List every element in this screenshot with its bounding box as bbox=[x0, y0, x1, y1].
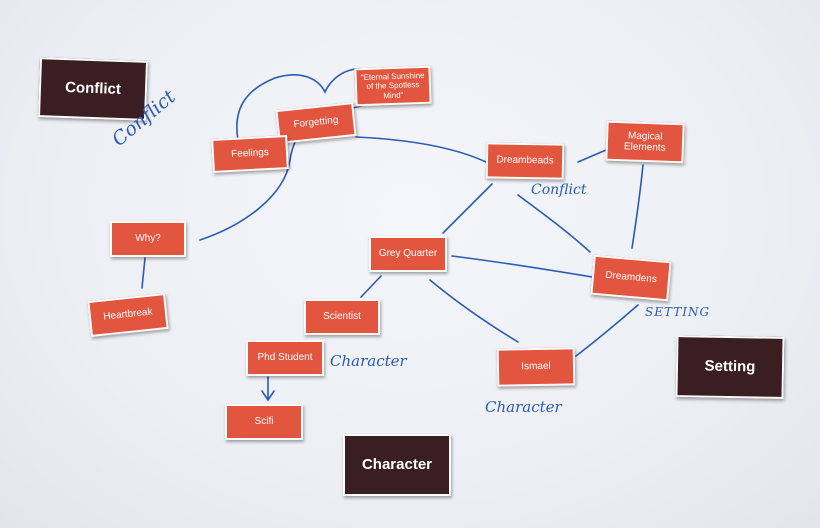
dreambeads-to-grey-quarter-line bbox=[442, 183, 493, 234]
feelings-card: Feelings bbox=[211, 135, 289, 173]
ismael-card: Ismael bbox=[496, 347, 576, 387]
dreamdens-card: Dreamdens bbox=[590, 254, 672, 302]
conflict-category-card: Conflict bbox=[37, 57, 149, 121]
dreambeads-card: Dreambeads bbox=[485, 142, 565, 180]
forgetting-to-dreambeads-line bbox=[355, 136, 487, 163]
scientist-card: Scientist bbox=[304, 299, 380, 335]
dreamdens-to-ismael-line bbox=[575, 304, 639, 357]
eternal-sunshine-card: "Eternal Sunshine of the Spotless Mind" bbox=[354, 65, 432, 107]
handwritten-setting-dreamdens: SETTING bbox=[645, 305, 711, 319]
grey-quarter-card: Grey Quarter bbox=[369, 236, 447, 272]
handwritten-character-phd: Character bbox=[330, 352, 407, 370]
setting-category-card: Setting bbox=[675, 335, 785, 399]
scifi-card: Scifi bbox=[225, 404, 303, 440]
handwritten-conflict-dreambeads: Conflict bbox=[531, 182, 587, 198]
grey-quarter-to-ismael-line bbox=[429, 279, 519, 343]
grey-quarter-to-scientist-line bbox=[360, 275, 382, 298]
character-category-card: Character bbox=[343, 434, 451, 496]
magical-elements-card: Magical Elements bbox=[605, 120, 685, 164]
phd-to-scifi-arrow bbox=[261, 376, 275, 402]
phd-student-card: Phd Student bbox=[246, 340, 324, 376]
why-to-heartbreak-line bbox=[141, 257, 146, 289]
handwritten-character-ismael: Character bbox=[485, 398, 562, 416]
grey-quarter-to-dreamdens-line bbox=[451, 255, 599, 279]
dreambeads-to-dreamdens-line bbox=[517, 194, 591, 253]
dreambeads-to-magical-line bbox=[577, 149, 607, 163]
magical-to-dreamdens-line bbox=[631, 164, 644, 249]
why-card: Why? bbox=[110, 221, 186, 257]
